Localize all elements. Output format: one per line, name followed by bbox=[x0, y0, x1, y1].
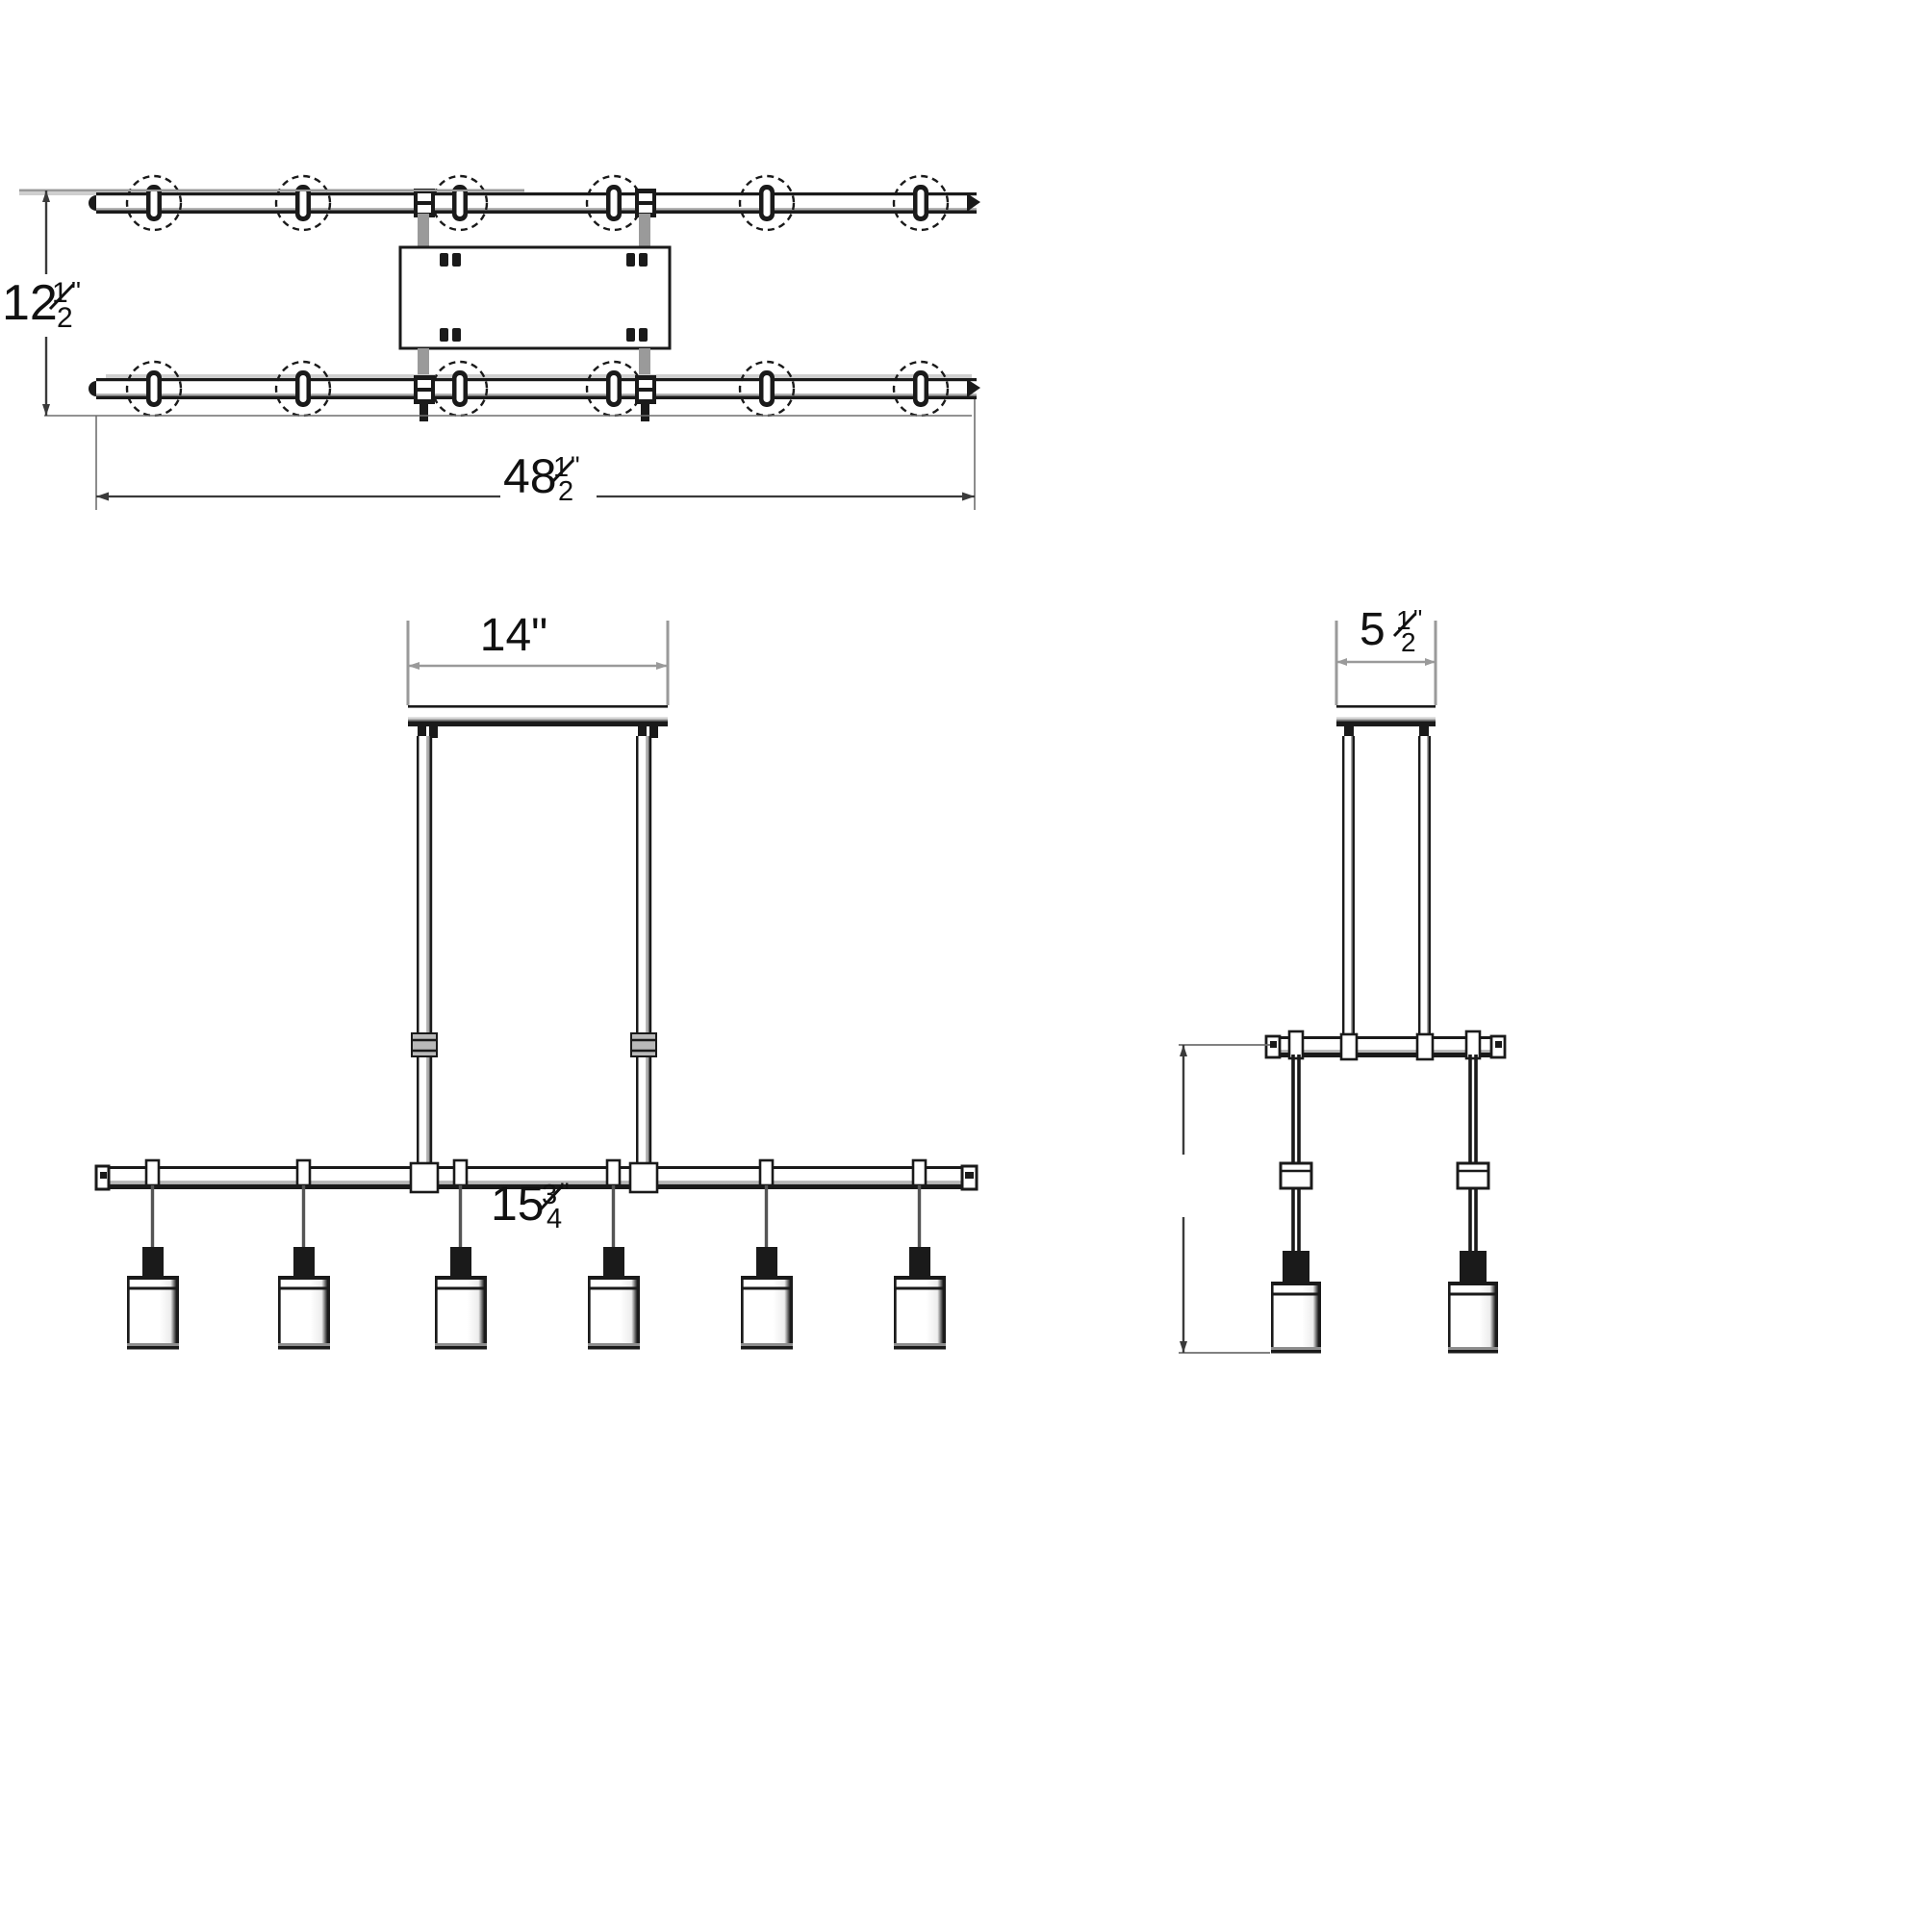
side-view: 5 1 2 " bbox=[491, 604, 1507, 1354]
grommet bbox=[738, 174, 796, 232]
grommet bbox=[892, 360, 950, 418]
side-downrod-right bbox=[1418, 736, 1431, 1046]
dim-den: 2 bbox=[1401, 627, 1416, 657]
grommet bbox=[125, 360, 183, 418]
grommet bbox=[738, 360, 796, 418]
side-rail bbox=[1264, 1030, 1507, 1061]
dimension-length-48-half: 48 1 2 " bbox=[95, 399, 976, 510]
side-downrod-left bbox=[1342, 736, 1355, 1046]
canopy-bolt-pair bbox=[440, 328, 461, 342]
dimension-label-15-three-quarter: 15 3 4 " bbox=[491, 1177, 570, 1234]
front-canopy bbox=[408, 705, 668, 738]
pendant bbox=[741, 1185, 793, 1350]
dim-whole: 48 bbox=[503, 449, 557, 503]
plan-shadow-band bbox=[19, 189, 524, 195]
dim-num: 1 bbox=[1396, 605, 1411, 635]
dim-den: 4 bbox=[547, 1204, 562, 1234]
dimension-canopy-depth-5-half: 5 1 2 " bbox=[1335, 604, 1437, 705]
pendant bbox=[1271, 1055, 1321, 1354]
plan-bottom-rail bbox=[89, 378, 980, 399]
plan-top-rail bbox=[89, 192, 980, 214]
plan-bottom-rod-collars bbox=[414, 375, 656, 421]
front-pendants bbox=[127, 1185, 946, 1350]
dimension-label-48-half: 48 1 2 " bbox=[503, 449, 580, 507]
dimension-label-14: 14" bbox=[480, 610, 547, 661]
side-pendants bbox=[1271, 1055, 1498, 1354]
front-rail bbox=[94, 1161, 979, 1194]
pendant bbox=[894, 1185, 946, 1350]
grommet bbox=[892, 174, 950, 232]
dim-unit: " bbox=[571, 451, 580, 480]
canopy-bolt-pair bbox=[440, 253, 461, 267]
dim-unit: " bbox=[71, 276, 81, 306]
plan-shadow-band-lower bbox=[106, 374, 972, 380]
pendant bbox=[127, 1185, 179, 1350]
top-view: 12 1 2 " 48 1 2 " bbox=[2, 174, 980, 510]
dim-unit: " bbox=[1413, 604, 1422, 633]
dim-whole: 15 bbox=[491, 1177, 545, 1231]
side-canopy bbox=[1336, 705, 1436, 738]
front-downrod-left bbox=[417, 736, 433, 1179]
dimension-label-5-half: 5 1 2 " bbox=[1360, 604, 1422, 657]
front-view: 14" bbox=[94, 610, 979, 1350]
plan-stem-left bbox=[418, 214, 429, 252]
dim-whole: 12 bbox=[2, 275, 58, 331]
pendant bbox=[588, 1185, 640, 1350]
dimension-canopy-width-14: 14" bbox=[406, 610, 670, 705]
canopy-bolt-pair bbox=[626, 253, 648, 267]
grommet bbox=[274, 360, 332, 418]
plan-stem-right bbox=[639, 214, 650, 252]
dimension-depth-12-half: 12 1 2 " bbox=[2, 190, 972, 417]
front-coupling-right bbox=[630, 1032, 657, 1057]
plan-canopy-plate bbox=[398, 245, 672, 350]
grommet bbox=[274, 174, 332, 232]
front-cable-nodes bbox=[144, 1158, 928, 1187]
pendant bbox=[1448, 1055, 1498, 1354]
pendant bbox=[278, 1185, 330, 1350]
dim-whole: 5 bbox=[1360, 604, 1385, 655]
dim-unit: " bbox=[560, 1178, 570, 1207]
front-downrod-right bbox=[636, 736, 652, 1179]
plan-bottom-grommets bbox=[125, 360, 950, 418]
dimension-label-12-half: 12 1 2 " bbox=[2, 275, 81, 334]
grommet bbox=[125, 174, 183, 232]
plan-top-rod-collars bbox=[414, 189, 656, 217]
dim-den: 2 bbox=[558, 476, 573, 507]
pendant bbox=[435, 1185, 487, 1350]
canopy-bolt-pair bbox=[626, 328, 648, 342]
dim-den: 2 bbox=[57, 302, 73, 334]
dimension-drop-15-three-quarter: 15 3 4 " bbox=[491, 1044, 1270, 1354]
front-coupling-left bbox=[411, 1032, 438, 1057]
